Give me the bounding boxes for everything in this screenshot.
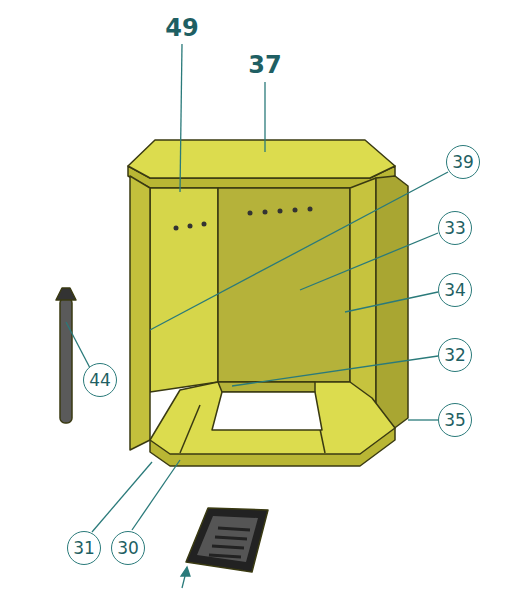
callout-number: 31 (73, 538, 95, 558)
air-holes (174, 207, 313, 231)
callout-circle: 30 (111, 531, 145, 565)
back-wall (218, 188, 350, 382)
leader-line (150, 172, 448, 330)
leader-line (66, 322, 90, 368)
air-hole (263, 210, 268, 215)
part-number: 49 (165, 14, 198, 42)
leader-line (408, 419, 438, 420)
leader-line (300, 233, 438, 290)
callout-number: 34 (444, 280, 466, 300)
air-hole (278, 209, 283, 214)
grate-opening (212, 392, 322, 430)
callout-number: 30 (117, 538, 139, 558)
slot (209, 555, 241, 557)
bracket-part (60, 298, 72, 423)
leader-line (132, 460, 180, 530)
air-hole (293, 208, 298, 213)
leader-line (232, 356, 438, 386)
callout-circle: 39 (446, 145, 480, 179)
slot (212, 546, 244, 548)
left-side-brick (130, 176, 150, 450)
leader-line (92, 462, 152, 532)
ash-pan-inner (197, 516, 258, 562)
slot (215, 537, 247, 539)
ash-pan (186, 508, 268, 572)
air-hole (188, 224, 193, 229)
part-number: 37 (248, 51, 281, 79)
callout-number: 35 (444, 410, 466, 430)
callout-circle: 44 (83, 363, 117, 397)
callout-number: 44 (89, 370, 111, 390)
air-hole (308, 207, 313, 212)
top-slab (128, 140, 395, 178)
callout-circle: 31 (67, 531, 101, 565)
callout-circle: 33 (438, 211, 472, 245)
callout-circle: 35 (438, 403, 472, 437)
air-hole (248, 211, 253, 216)
ash-pan-slots (209, 528, 250, 557)
callout-number: 39 (452, 152, 474, 172)
leader-line (180, 44, 182, 192)
callout-circle: 32 (438, 338, 472, 372)
arrow-head (181, 567, 190, 576)
air-hole (174, 226, 179, 231)
callout-number: 33 (444, 218, 466, 238)
air-hole (202, 222, 207, 227)
grate-brick (218, 382, 315, 392)
left-back-wall (150, 188, 218, 392)
leader-line (264, 82, 265, 152)
floor-joint (180, 405, 200, 453)
callout-circle: 34 (438, 273, 472, 307)
slot (218, 528, 250, 530)
callout-number: 32 (444, 345, 466, 365)
right-outer-brick (376, 176, 408, 442)
floor-slabs (150, 382, 395, 454)
bracket-clip (56, 288, 76, 300)
leader-line (345, 292, 438, 312)
